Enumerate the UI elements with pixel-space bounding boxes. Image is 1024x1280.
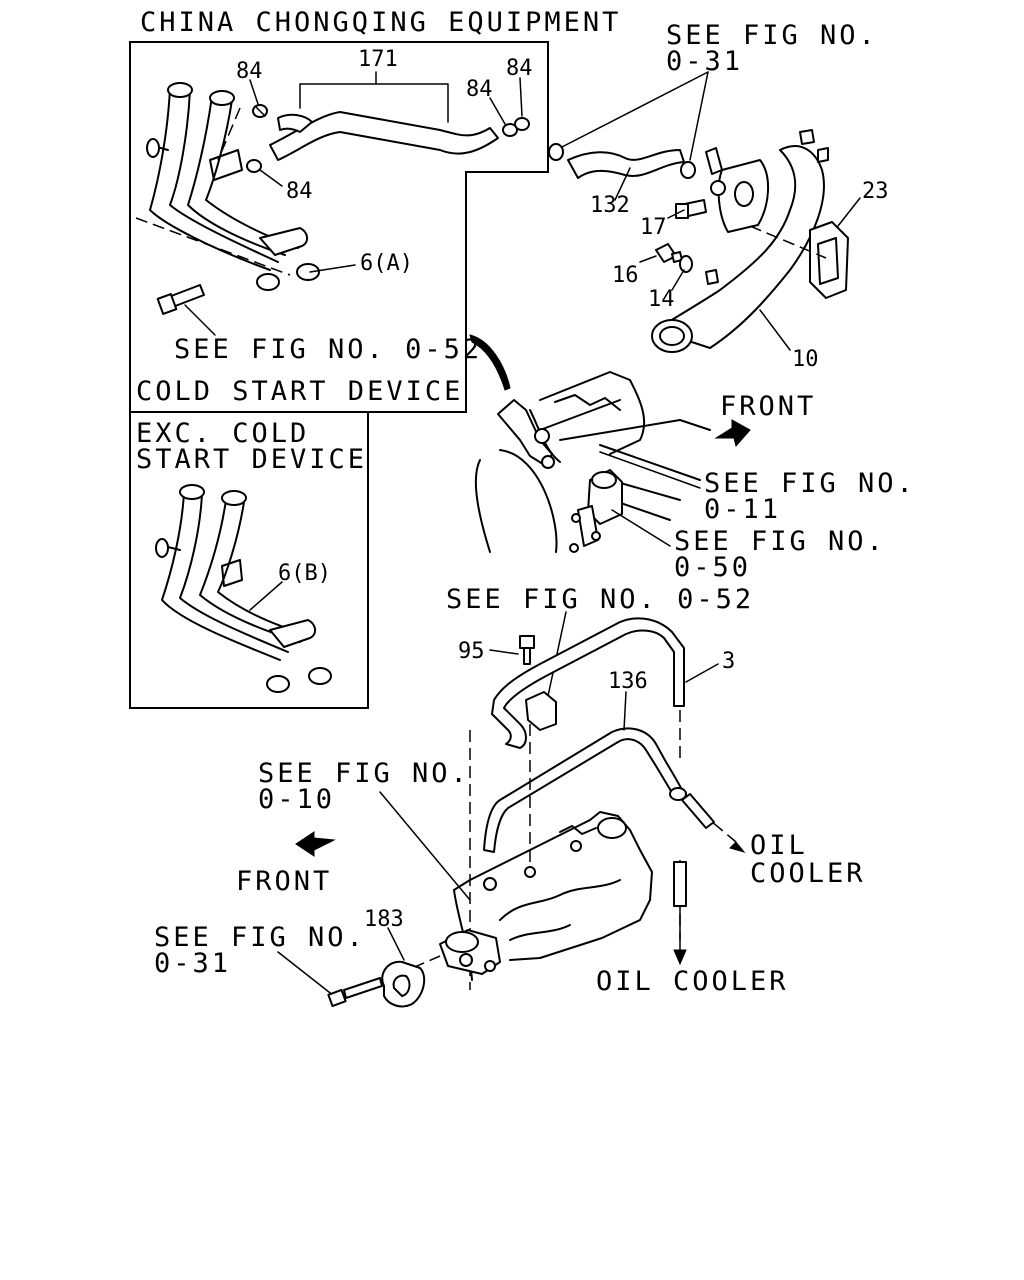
ref-fig-031-bottom-line1: SEE FIG NO.: [154, 922, 366, 953]
clamp-84-a: [252, 104, 268, 118]
cold-start-box-label: COLD START DEVICE: [136, 376, 463, 407]
bolt-box-lower: [156, 284, 205, 315]
oil-cooler-bottom: OIL COOLER: [596, 966, 789, 997]
callout-23: 23: [862, 179, 889, 204]
engine-side-pipe: [497, 399, 555, 469]
callout-171: 171: [358, 47, 398, 72]
exc-cold-label-line2: START DEVICE: [136, 444, 367, 475]
gasket-23: [809, 221, 849, 299]
water-outlet-pipe-10: [651, 129, 829, 353]
ref-fig-050-line2: 0-50: [674, 552, 751, 583]
front-label-bottom: FRONT: [236, 866, 332, 897]
washer-14: [679, 255, 719, 285]
exc-cold-label-line1: EXC. COLD: [136, 418, 309, 449]
leader-050: [611, 509, 671, 547]
exc-cold-start-box-outline: [129, 411, 369, 709]
front-label-top: FRONT: [720, 391, 816, 422]
callout-6a: 6(A): [360, 251, 413, 276]
centerline-box: [135, 217, 291, 276]
callout-10: 10: [792, 347, 819, 372]
ref-fig-011-line1: SEE FIG NO.: [704, 468, 916, 499]
oil-cooler-right-line1: OIL: [750, 830, 808, 861]
ref-fig-050-line1: SEE FIG NO.: [674, 526, 886, 557]
bolt-17: [675, 199, 707, 219]
sensor-16: [655, 243, 683, 263]
hose-132: [548, 143, 696, 179]
water-pipe-6a: [146, 82, 320, 291]
ref-fig-031-top-line1: SEE FIG NO.: [666, 20, 878, 51]
ref-fig-011-line2: 0-11: [704, 494, 781, 525]
callout-84-c: 84: [506, 56, 533, 81]
leader-6a: [309, 264, 356, 273]
front-arrow-top: [714, 419, 751, 448]
callout-6b: 6(B): [278, 561, 331, 586]
ref-fig-031-top-line2: 0-31: [666, 46, 743, 77]
ref-fig-010-line1: SEE FIG NO.: [258, 758, 470, 789]
bolt-95: [519, 635, 535, 665]
callout-95: 95: [458, 639, 485, 664]
curved-arrow: [469, 334, 511, 391]
clamp-84-c: [514, 117, 530, 131]
water-outlet-lower: [439, 929, 501, 975]
ref-fig-052-box: SEE FIG NO. 0-52: [174, 334, 482, 365]
hose-171: [269, 111, 499, 161]
leader-011: [599, 451, 701, 489]
clamp-84-d: [217, 107, 262, 173]
ref-fig-010-line2: 0-10: [258, 784, 335, 815]
leader-box-bolt: [184, 304, 216, 336]
hose-136: [483, 727, 687, 853]
clamp-183: [381, 960, 426, 1008]
ref-fig-052-mid: SEE FIG NO. 0-52: [446, 584, 754, 615]
hose-3: [491, 617, 685, 749]
bracket-171: [299, 83, 449, 123]
centerline-gasket: [749, 225, 827, 259]
callout-84-d: 84: [286, 179, 313, 204]
leader-031-b: [689, 71, 709, 161]
callout-136: 136: [608, 669, 648, 694]
ref-fig-031-bottom-line2: 0-31: [154, 948, 231, 979]
fitting-top: [705, 147, 726, 196]
callout-3: 3: [722, 649, 735, 674]
callout-84-b: 84: [466, 77, 493, 102]
callout-183: 183: [364, 907, 404, 932]
diagram-title: CHINA CHONGQING EQUIPMENT: [140, 7, 621, 38]
callout-17: 17: [640, 215, 667, 240]
leader-031-bottom: [277, 951, 335, 997]
oil-cooler-right-line2: COOLER: [750, 858, 866, 889]
clip-bracket: [525, 691, 557, 731]
leader-010: [379, 791, 471, 901]
front-arrow-bottom: [295, 831, 336, 857]
leader-031-a: [559, 71, 709, 149]
bolt-lower: [327, 977, 383, 1008]
water-pipe-6b: [155, 484, 332, 693]
oil-cooler-connectors: [673, 793, 746, 966]
callout-132: 132: [590, 193, 630, 218]
callout-16: 16: [612, 263, 639, 288]
clamp-84-b: [502, 123, 518, 137]
callout-84-a: 84: [236, 59, 263, 84]
callout-14: 14: [648, 287, 675, 312]
